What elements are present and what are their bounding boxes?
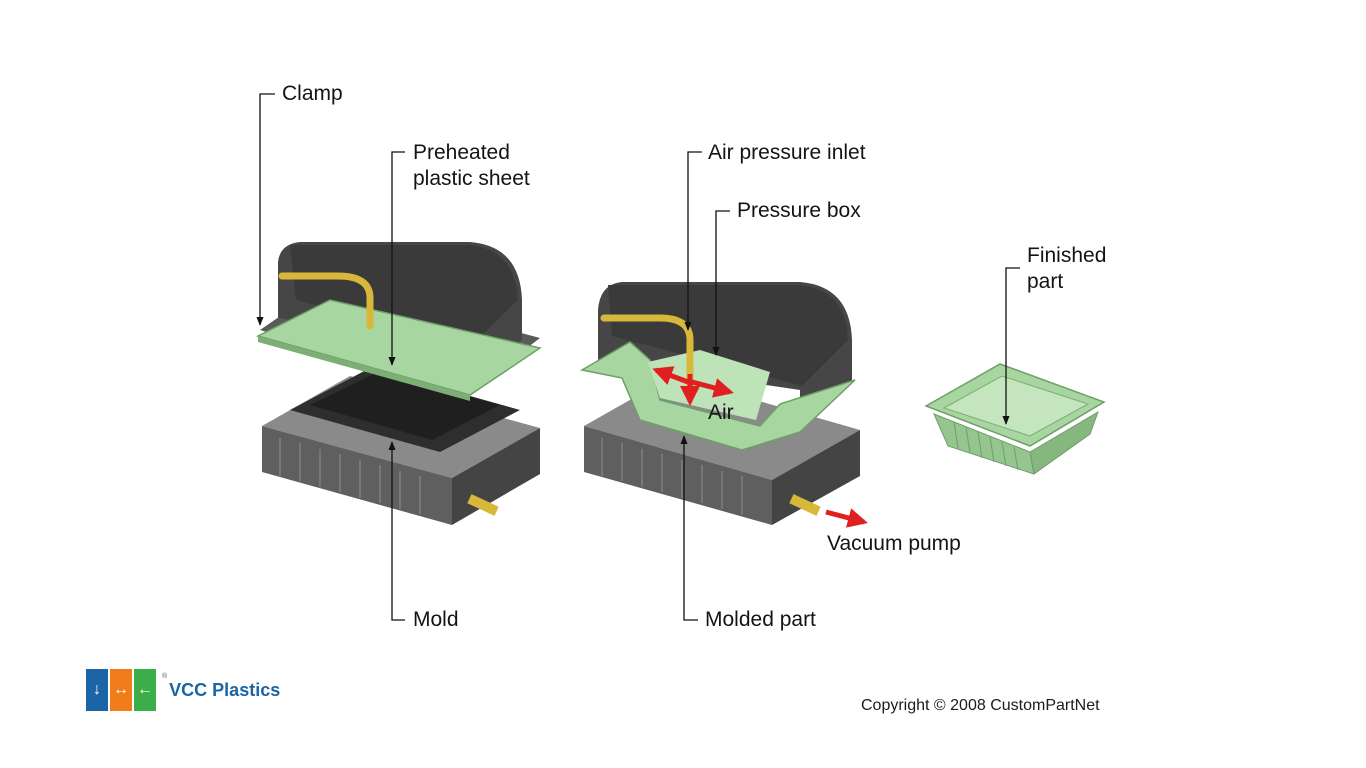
middle-assembly	[579, 282, 868, 528]
label-clamp: Clamp	[282, 82, 343, 105]
clamp-box-left	[255, 242, 542, 401]
mold-left	[262, 368, 540, 525]
label-molded-part: Molded part	[705, 608, 816, 631]
label-vacuum-pump: Vacuum pump	[827, 532, 961, 555]
leader-lines	[256, 93, 1020, 621]
label-pressure-box: Pressure box	[737, 199, 861, 222]
label-air-pressure-inlet: Air pressure inlet	[708, 141, 866, 164]
copyright-text: Copyright © 2008 CustomPartNet	[861, 697, 1100, 714]
pipe-left	[278, 272, 374, 330]
vcc-logo-icon: ↓ ↔ ←	[86, 669, 156, 711]
left-assembly	[255, 242, 542, 525]
brand-name: VCC Plastics	[169, 679, 281, 700]
brand-logo: ↓ ↔ ← ® VCC Plastics	[86, 668, 280, 712]
label-mold: Mold	[413, 608, 459, 631]
label-air: Air	[708, 401, 734, 424]
finished-tray	[924, 363, 1106, 475]
air-flow-arrows	[652, 366, 868, 528]
pipe-middle	[600, 314, 694, 396]
label-preheated-plastic-sheet: Preheated plastic sheet	[413, 141, 530, 190]
label-finished-part: Finished part	[1027, 244, 1107, 293]
